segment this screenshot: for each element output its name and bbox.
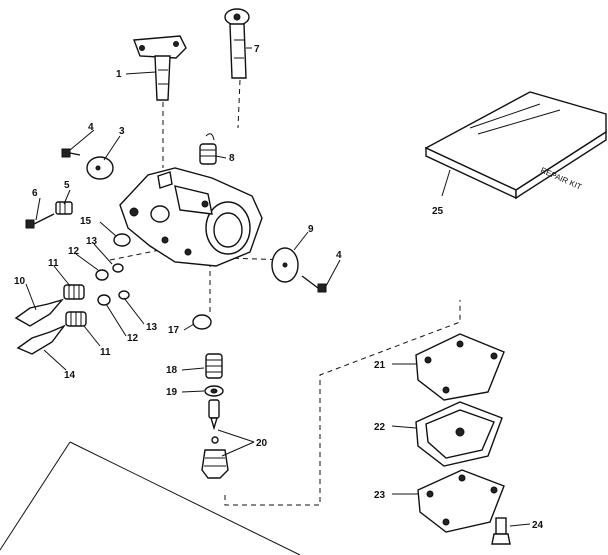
callout-4-upper: 4 xyxy=(88,122,94,133)
part-9-choke-plate xyxy=(271,247,299,283)
callout-20: 20 xyxy=(256,438,268,449)
part-21-gasket xyxy=(415,333,505,401)
part-25-repair-kit: REPAIR KIT xyxy=(424,91,607,200)
part-22-diaphragm xyxy=(415,401,503,467)
part-13-o-ring-upper xyxy=(112,263,124,273)
callout-1: 1 xyxy=(116,69,122,80)
callout-13-upper: 13 xyxy=(86,236,98,247)
callout-8: 8 xyxy=(229,153,235,164)
callout-13-lower: 13 xyxy=(146,322,158,333)
part-13-o-ring-lower xyxy=(118,290,130,300)
callout-12-lower: 12 xyxy=(127,333,139,344)
callout-25: 25 xyxy=(432,206,444,217)
part-6-screw xyxy=(25,213,55,229)
part-15-plug xyxy=(113,233,131,247)
part-1-throttle-shaft xyxy=(133,35,187,101)
callout-11-upper: 11 xyxy=(48,258,59,269)
part-12-washer-upper xyxy=(95,269,109,281)
callout-22: 22 xyxy=(374,422,386,433)
callout-7: 7 xyxy=(254,44,260,55)
part-14-needle xyxy=(16,324,67,355)
part-12-washer-lower xyxy=(97,294,111,306)
part-7-choke-shaft xyxy=(224,8,250,79)
callout-3: 3 xyxy=(119,126,125,137)
part-4-screw-lower xyxy=(301,275,327,293)
reference-lines xyxy=(0,441,301,555)
callout-5: 5 xyxy=(64,180,70,191)
callout-6: 6 xyxy=(32,188,38,199)
part-5-spring xyxy=(55,201,73,215)
part-19-washer xyxy=(204,385,224,397)
callout-leaders xyxy=(25,47,531,527)
callout-9: 9 xyxy=(308,224,314,235)
part-24-screw xyxy=(491,517,511,545)
part-20-inlet-needle-seat xyxy=(201,399,229,479)
carburetor-body xyxy=(119,167,263,267)
part-4-screw-upper xyxy=(61,148,81,158)
part-23-cover xyxy=(417,469,505,533)
callout-21: 21 xyxy=(374,360,386,371)
part-10-needle xyxy=(14,298,65,327)
alignment-lines xyxy=(109,79,461,506)
callout-numbers: 1 7 4 3 8 6 5 15 13 12 11 10 13 12 11 14… xyxy=(14,44,544,531)
callout-12-upper: 12 xyxy=(68,246,80,257)
callout-10: 10 xyxy=(14,276,26,287)
part-11-spring-upper xyxy=(63,284,85,300)
part-18-spring xyxy=(205,353,223,379)
callout-14: 14 xyxy=(64,370,76,381)
part-3-throttle-plate xyxy=(86,156,114,180)
callout-15: 15 xyxy=(80,216,92,227)
part-17-plug xyxy=(192,314,212,330)
callout-11-lower: 11 xyxy=(100,347,111,358)
callout-17: 17 xyxy=(168,325,180,336)
callout-4-lower: 4 xyxy=(336,250,342,261)
callout-18: 18 xyxy=(166,365,178,376)
callout-23: 23 xyxy=(374,490,386,501)
callout-24: 24 xyxy=(532,520,544,531)
part-11-spring-lower xyxy=(65,311,87,327)
part-8-spring xyxy=(199,133,217,165)
callout-19: 19 xyxy=(166,387,178,398)
